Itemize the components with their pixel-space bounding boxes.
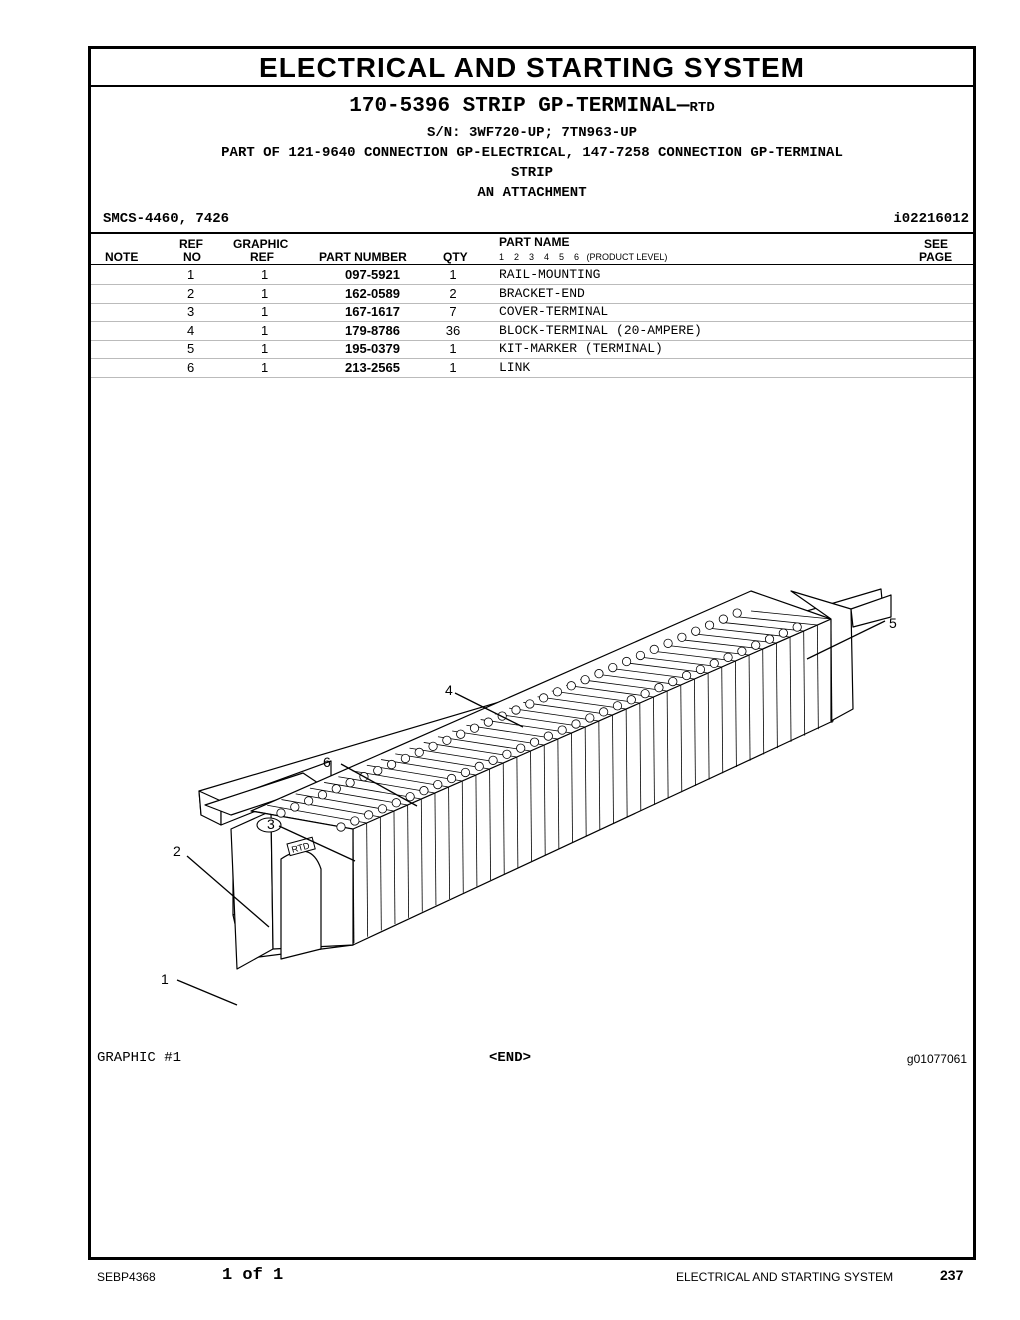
leader-1 — [176, 979, 238, 1006]
table-row: 6 1 213-2565 1 LINK — [91, 359, 973, 378]
table-row: 5 1 195-0379 1 KIT-MARKER (TERMINAL) — [91, 340, 973, 359]
col-qty: QTY — [443, 250, 468, 264]
part-number: 162-0589 — [345, 285, 400, 301]
part-number: 195-0379 — [345, 341, 400, 356]
part-name: LINK — [499, 359, 531, 375]
part-of-line-2: STRIP — [510, 165, 553, 181]
part-name: COVER-TERMINAL — [499, 304, 609, 319]
part-title: 170-5396 STRIP GP-TERMINAL—RTD — [349, 95, 715, 118]
part-name: RAIL-MOUNTING — [499, 267, 601, 282]
table-row: 4 1 179-8786 36 BLOCK-TERMINAL (20-AMPERE) — [91, 322, 973, 341]
ref-no: 3 — [187, 304, 195, 319]
table-row: 2 1 162-0589 2 BRACKET-END — [91, 285, 973, 304]
illustration-id: i02216012 — [893, 211, 969, 227]
leader-2 — [186, 855, 270, 928]
part-title-text: 170-5396 STRIP GP-TERMINAL — [349, 95, 677, 118]
qty: 1 — [449, 341, 457, 356]
col-product-levels: 1 2 3 4 5 6 (PRODUCT LEVEL) — [499, 252, 668, 262]
section-title: ELECTRICAL AND STARTING SYSTEM — [91, 49, 973, 87]
col-see-1: SEE — [924, 237, 949, 251]
header-divider — [91, 232, 973, 234]
graphic-ref: 1 — [261, 285, 269, 301]
footer-section: ELECTRICAL AND STARTING SYSTEM — [676, 1270, 894, 1284]
end-marker: <END> — [489, 1050, 532, 1066]
ref-no: 2 — [187, 285, 195, 301]
rtd-marker-label: RTD — [290, 840, 311, 855]
part-number: 213-2565 — [345, 359, 400, 375]
callout-5: 5 — [889, 615, 897, 631]
part-name: KIT-MARKER (TERMINAL) — [499, 341, 663, 356]
qty: 7 — [449, 304, 457, 319]
terminal-strip-illustration: RTD 1 2 3 4 5 6 — [161, 588, 897, 1006]
col-see-2: PAGE — [919, 250, 953, 264]
ref-no: 5 — [187, 341, 195, 356]
smcs-code: SMCS-4460, 7426 — [103, 211, 230, 227]
part-name: BRACKET-END — [499, 285, 585, 301]
attachment-label: AN ATTACHMENT — [477, 185, 587, 201]
graphic-ref: 1 — [261, 267, 269, 282]
callout-1: 1 — [161, 971, 169, 987]
part-number: 179-8786 — [345, 322, 400, 338]
col-ref-2: NO — [183, 250, 201, 264]
page-of: 1 of 1 — [222, 1266, 284, 1285]
table-row: 1 1 097-5921 1 RAIL-MOUNTING — [91, 266, 973, 285]
table-header-divider — [91, 264, 973, 265]
callout-2: 2 — [173, 843, 181, 859]
col-part-number: PART NUMBER — [319, 250, 407, 264]
graphic-ref: 1 — [261, 304, 269, 319]
callout-3: 3 — [267, 816, 275, 832]
part-number: 167-1617 — [345, 304, 400, 319]
page-number: 237 — [940, 1267, 964, 1283]
graphic-label: GRAPHIC #1 — [97, 1050, 182, 1066]
part-of-line-1: PART OF 121-9640 CONNECTION GP-ELECTRICA… — [221, 145, 843, 161]
page-frame: ELECTRICAL AND STARTING SYSTEM 170-5396 … — [88, 46, 976, 1260]
table-row: 3 1 167-1617 7 COVER-TERMINAL — [91, 303, 973, 322]
graphic-ref: 1 — [261, 359, 269, 375]
ref-no: 4 — [187, 322, 195, 338]
qty: 1 — [449, 359, 457, 375]
leader-6 — [340, 763, 418, 807]
qty: 2 — [449, 285, 457, 301]
callout-6: 6 — [323, 754, 331, 770]
ref-no: 1 — [187, 267, 195, 282]
col-graphic-2: REF — [250, 250, 274, 264]
col-part-name: PART NAME — [499, 235, 570, 249]
callout-4: 4 — [445, 682, 453, 698]
part-name: BLOCK-TERMINAL (20-AMPERE) — [499, 322, 702, 338]
leader-4 — [454, 692, 524, 728]
qty: 36 — [445, 322, 461, 338]
col-ref-1: REF — [179, 237, 203, 251]
qty: 1 — [449, 267, 457, 282]
col-graphic-1: GRAPHIC — [233, 237, 289, 251]
ref-no: 6 — [187, 359, 195, 375]
serial-numbers: S/N: 3WF720-UP; 7TN963-UP — [426, 125, 638, 141]
leader-5 — [806, 620, 886, 660]
part-number: 097-5921 — [345, 267, 400, 282]
doc-number: SEBP4368 — [97, 1270, 156, 1284]
leader-3 — [278, 825, 356, 862]
graphic-ref: 1 — [261, 341, 269, 356]
col-note: NOTE — [105, 250, 139, 264]
graphic-id: g01077061 — [906, 1052, 967, 1066]
graphic-ref: 1 — [261, 322, 269, 338]
part-title-suffix: RTD — [689, 100, 715, 116]
